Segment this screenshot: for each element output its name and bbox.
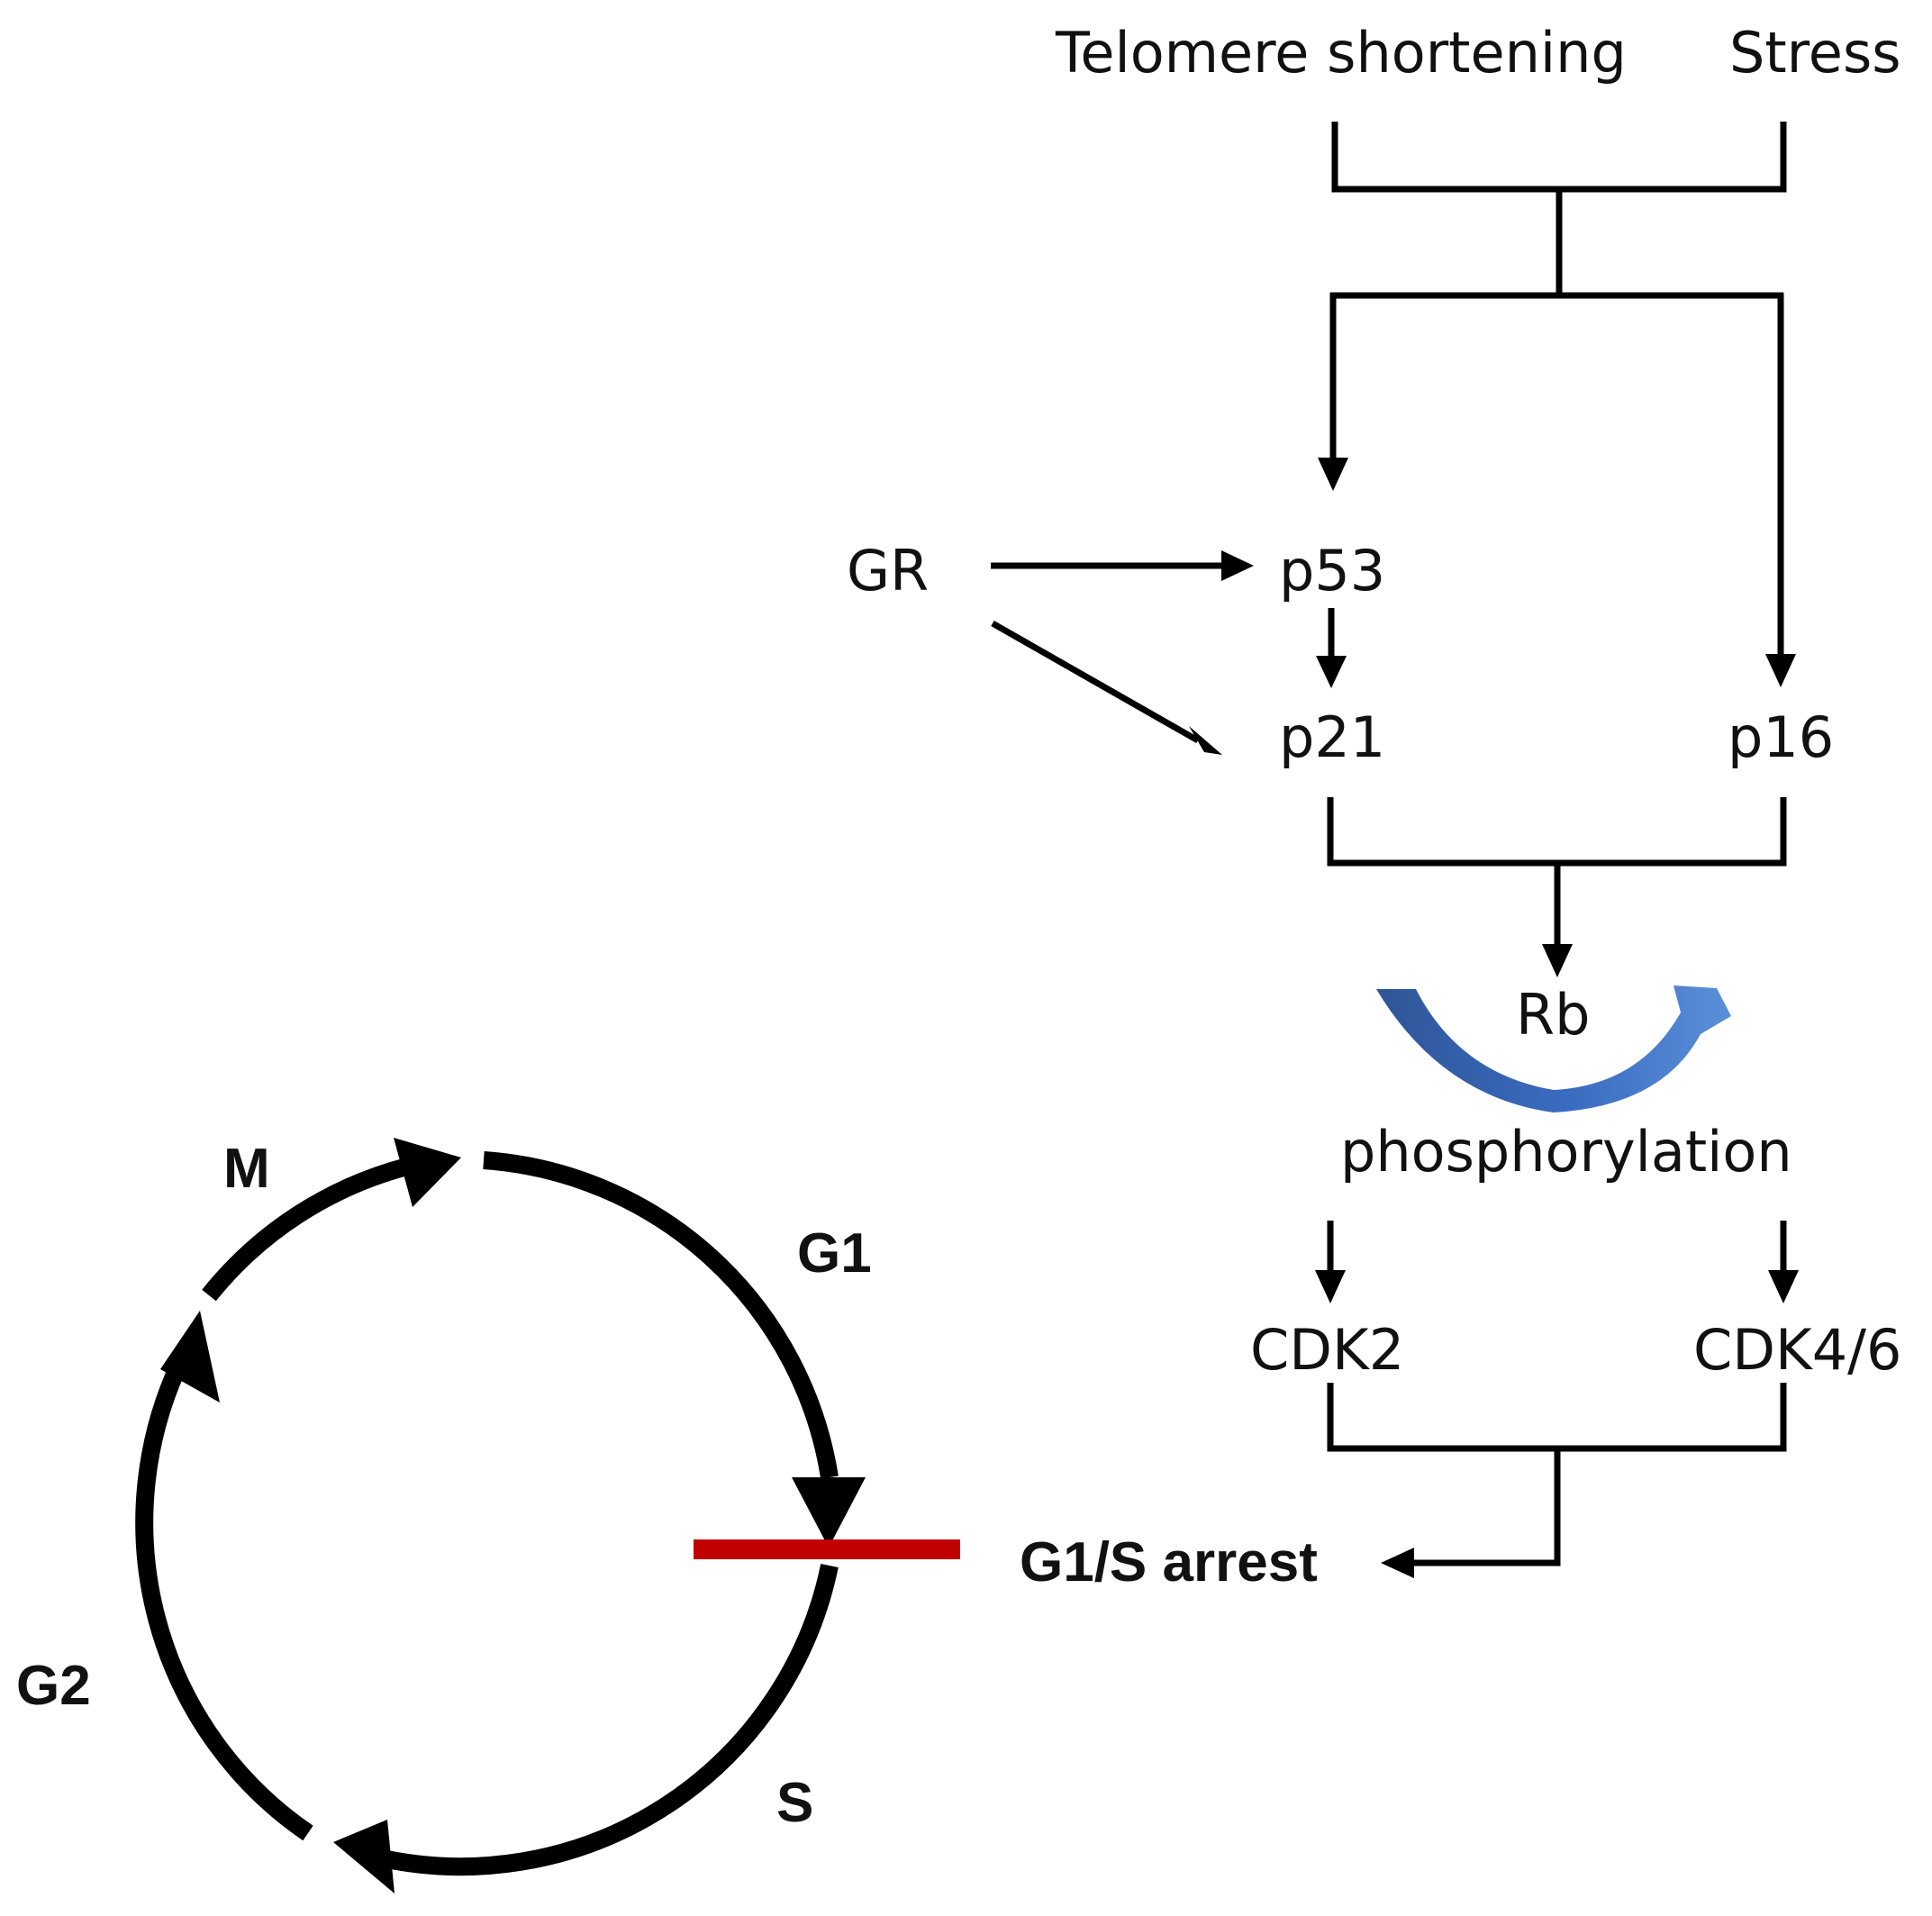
- arrowhead-to-p53: [1318, 458, 1348, 491]
- cycle-arc-m: [202, 1158, 410, 1302]
- label-p53: p53: [1279, 538, 1385, 604]
- cycle-arrowhead-g1: [792, 1477, 866, 1548]
- arrowhead-to-arrest: [1381, 1548, 1414, 1578]
- label-gr: GR: [847, 538, 929, 604]
- arrowhead-to-cdk2: [1315, 1270, 1346, 1303]
- label-phase-g2: G2: [16, 1655, 91, 1717]
- label-phosphorylation: phosphorylation: [1340, 1119, 1792, 1185]
- arrowhead-to-rb: [1542, 944, 1573, 977]
- label-cdk46: CDK4/6: [1693, 1317, 1901, 1383]
- arrow-gr-to-p21: [991, 620, 1200, 744]
- label-rb: Rb: [1516, 982, 1590, 1048]
- label-p16: p16: [1728, 704, 1834, 770]
- label-telomere-shortening: Telomere shortening: [1055, 20, 1627, 86]
- label-p21: p21: [1279, 704, 1385, 770]
- cycle-arc-g2: [135, 1354, 313, 1841]
- cycle-arrowhead-g2: [160, 1311, 220, 1403]
- label-cdk2: CDK2: [1250, 1317, 1404, 1383]
- label-phase-g1: G1: [797, 1222, 872, 1285]
- label-phase-s: S: [776, 1772, 813, 1834]
- arrowhead-to-cdk46: [1768, 1270, 1799, 1303]
- arrowhead-p53-to-p21: [1316, 656, 1347, 688]
- arrowhead-to-p16: [1765, 654, 1796, 687]
- label-phase-m: M: [223, 1138, 270, 1200]
- bracket-p21-p16: [1327, 797, 1787, 867]
- cycle-arrowhead-s: [333, 1820, 395, 1893]
- cycle-arc-g1: [483, 1151, 839, 1479]
- rb-phosphorylation-arrow: [1376, 985, 1731, 1112]
- connector-to-arrest: [1412, 1448, 1561, 1566]
- bracket-cdk2-cdk46: [1327, 1383, 1787, 1452]
- label-stress: Stress: [1729, 20, 1901, 86]
- cycle-arc-s: [376, 1563, 839, 1876]
- bracket-telomere-stress: [1331, 122, 1787, 193]
- arrowhead-gr-to-p53: [1221, 550, 1254, 581]
- label-g1s-arrest: G1/S arrest: [1020, 1531, 1318, 1594]
- arrowhead-gr-to-p21: [1189, 726, 1222, 755]
- cycle-arrowhead-m: [394, 1138, 461, 1207]
